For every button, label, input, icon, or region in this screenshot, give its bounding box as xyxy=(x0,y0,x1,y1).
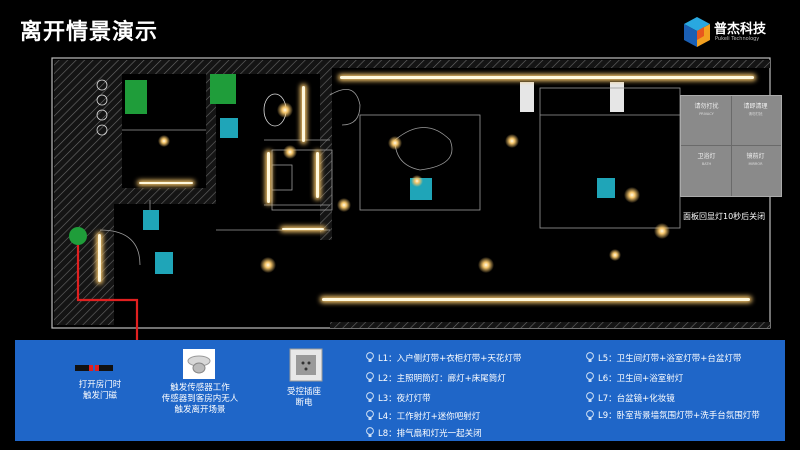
door-magnet-icon xyxy=(75,365,113,371)
green-sensor xyxy=(210,74,236,104)
brand-subtitle: Pukeli Technology xyxy=(715,36,760,42)
spotlight-icon xyxy=(158,102,670,273)
control-panel: 请勿打扰 PRIVACY 请即清理 请勿打扰 卫浴灯 BATH 镜前灯 MIRR… xyxy=(680,95,782,197)
panel-cell-privacy: 请勿打扰 PRIVACY xyxy=(694,103,719,116)
bulb-icon xyxy=(366,352,374,362)
panel-cell-bath-light: 卫浴灯 BATH xyxy=(697,153,716,166)
light-item: L1：入户侧灯带+衣柜灯带+天花灯带 xyxy=(378,354,522,364)
brand-name: 普杰科技 xyxy=(714,22,767,37)
light-item: L6：卫生间+浴室射灯 xyxy=(598,374,684,384)
legend-bar xyxy=(15,340,785,441)
page-title: 离开情景演示 xyxy=(20,20,159,45)
bulb-icon xyxy=(586,352,594,362)
brand-logo: 普杰科技 Pukeli Technology xyxy=(682,16,792,50)
door-magnet-indicator xyxy=(69,227,87,245)
light-item: L7：台盆镜+化妆镜 xyxy=(598,394,675,404)
hatched-wall-left xyxy=(54,60,114,325)
light-item: L3：夜灯灯带 xyxy=(378,394,431,404)
panel-cell-cleanup: 请即清理 请勿打扰 xyxy=(743,103,768,116)
floor-plan xyxy=(51,57,771,340)
panel-caption: 面板回显灯10秒后关闭 xyxy=(683,212,766,221)
socket-icon xyxy=(289,348,323,382)
cube-logo-icon xyxy=(684,17,710,47)
light-item: L2：主照明筒灯：廊灯+床尾筒灯 xyxy=(378,374,506,384)
light-item: L5：卫生间灯带+浴室灯带+台盆灯带 xyxy=(598,354,742,364)
device-sensor-label: 触发传感器工作 传感器到客房内无人 触发离开场景 xyxy=(161,383,239,415)
panel-cell-mirror-light: 镜前灯 MIRROR xyxy=(746,153,765,166)
green-sensor xyxy=(125,80,147,114)
door-wire xyxy=(76,245,139,340)
device-door-magnet-label: 打开房门时 触发门磁 xyxy=(78,380,122,401)
bulb-icon xyxy=(366,427,374,437)
bulb-icon xyxy=(586,392,594,402)
light-item: L8：排气扇和灯光一起关闭 xyxy=(378,429,482,439)
bulb-icon xyxy=(366,372,374,382)
bulb-icon xyxy=(366,410,374,420)
device-socket-label: 受控插座 断电 xyxy=(286,387,321,408)
bulb-icon xyxy=(366,392,374,402)
bulb-icon xyxy=(586,410,594,420)
motion-sensor-icon xyxy=(183,349,215,379)
bulb-icon xyxy=(586,372,594,382)
light-item: L9：卧室背景墙氛围灯带+洗手台氛围灯带 xyxy=(598,411,760,421)
light-item: L4：工作射灯+迷你吧射灯 xyxy=(378,412,481,422)
